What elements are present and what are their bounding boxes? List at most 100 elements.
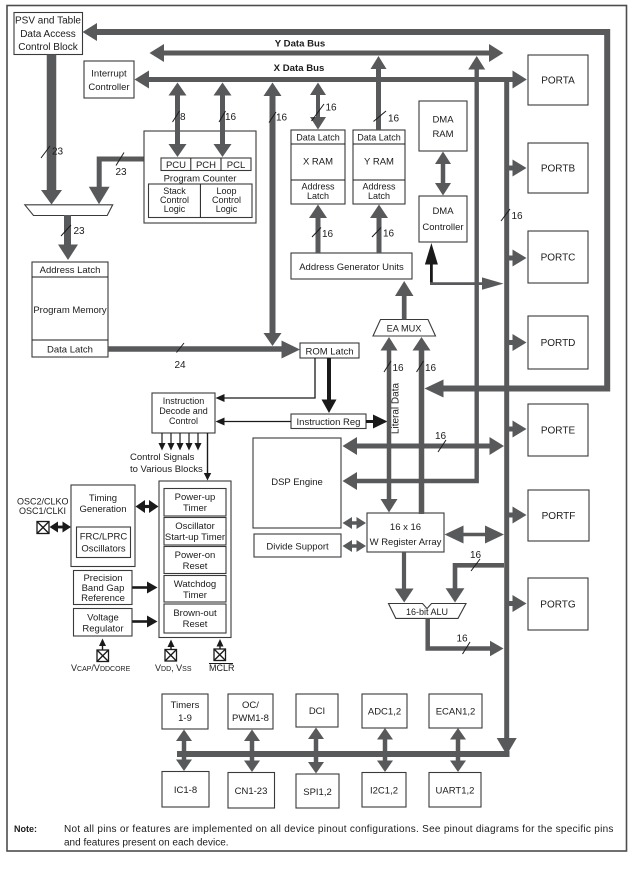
svg-text:Reset: Reset [183,619,208,630]
svg-text:Precision: Precision [83,573,122,584]
svg-text:Data Access: Data Access [20,29,76,40]
svg-text:VCAP/VDDCORE: VCAP/VDDCORE [71,663,131,673]
svg-text:ROM Latch: ROM Latch [305,347,353,358]
svg-text:EA MUX: EA MUX [387,324,422,334]
svg-text:Address Latch: Address Latch [40,265,101,276]
svg-text:Logic: Logic [216,204,238,214]
svg-text:Program Counter: Program Counter [164,174,237,185]
svg-text:I2C1,2: I2C1,2 [370,786,398,797]
svg-text:PSV and Table: PSV and Table [15,16,81,27]
svg-text:Oscillator: Oscillator [175,521,215,532]
svg-text:Address Generator Units: Address Generator Units [299,262,404,273]
svg-text:VDD, VSS: VDD, VSS [155,663,192,673]
svg-text:16: 16 [326,103,338,114]
svg-text:X RAM: X RAM [303,157,333,168]
svg-text:1-9: 1-9 [178,713,192,724]
svg-text:ECAN1,2: ECAN1,2 [436,707,476,718]
svg-text:Interrupt: Interrupt [91,69,127,80]
svg-text:UART1,2: UART1,2 [436,786,475,797]
svg-text:OSC2/CLKO: OSC2/CLKO [17,497,69,507]
svg-text:IC1-8: IC1-8 [174,785,197,796]
svg-text:16: 16 [322,229,334,240]
svg-text:16: 16 [393,363,405,374]
svg-text:Y RAM: Y RAM [364,157,394,168]
svg-text:16: 16 [225,112,237,123]
svg-text:DSP Engine: DSP Engine [271,477,323,488]
svg-text:16 x 16: 16 x 16 [390,522,421,533]
svg-text:8: 8 [180,112,186,123]
svg-text:X Data Bus: X Data Bus [274,63,325,74]
svg-text:PCH: PCH [196,160,216,171]
svg-text:PORTG: PORTG [540,600,576,611]
svg-text:PORTB: PORTB [541,164,576,175]
svg-text:Voltage: Voltage [87,613,119,624]
svg-text:Divide Support: Divide Support [266,542,329,553]
svg-text:CN1-23: CN1-23 [235,786,268,797]
svg-text:Regulator: Regulator [82,624,123,635]
svg-text:Loop: Loop [216,186,236,196]
svg-text:Reset: Reset [183,561,208,572]
svg-text:16: 16 [457,634,469,645]
svg-text:Latch: Latch [368,191,390,201]
svg-text:16: 16 [425,363,437,374]
svg-text:23: 23 [52,147,64,158]
svg-text:Control: Control [160,195,189,205]
svg-text:Control: Control [212,195,241,205]
svg-text:to Various Blocks: to Various Blocks [130,464,203,475]
svg-text:OC/: OC/ [242,700,259,711]
svg-text:16: 16 [383,229,395,240]
svg-text:Start-up Timer: Start-up Timer [165,532,225,543]
svg-text:Band Gap: Band Gap [82,583,125,594]
svg-text:Reference: Reference [81,593,125,604]
svg-text:SPI1,2: SPI1,2 [303,787,332,798]
svg-text:Generation: Generation [79,504,126,515]
svg-text:Control Block: Control Block [18,42,78,53]
svg-text:24: 24 [175,360,187,371]
svg-text:Timers: Timers [171,700,200,711]
svg-text:Note:: Note: [14,824,37,834]
svg-text:Controller: Controller [88,82,129,93]
svg-text:Controller: Controller [422,222,463,233]
svg-text:PCU: PCU [166,160,186,171]
svg-text:PORTE: PORTE [541,426,576,437]
svg-text:Control: Control [169,416,198,426]
svg-text:Timer: Timer [183,503,207,514]
svg-text:16: 16 [470,550,482,561]
svg-text:Data Latch: Data Latch [47,345,93,356]
svg-text:Timer: Timer [183,590,207,601]
svg-text:23: 23 [74,226,86,237]
svg-text:Instruction: Instruction [163,396,205,406]
svg-text:Decode and: Decode and [159,406,208,416]
svg-text:Instruction Reg: Instruction Reg [297,417,361,428]
svg-text:16: 16 [388,114,400,125]
svg-text:Power-on: Power-on [175,550,216,561]
svg-text:Watchdog: Watchdog [174,579,216,590]
svg-text:ADC1,2: ADC1,2 [368,707,401,718]
svg-text:W Register Array: W Register Array [370,537,442,548]
svg-text:PCL: PCL [227,160,245,171]
svg-text:Program Memory: Program Memory [33,305,107,316]
svg-text:Data Latch: Data Latch [357,133,401,143]
svg-text:Data Latch: Data Latch [296,133,340,143]
svg-text:PORTA: PORTA [541,76,575,87]
svg-text:DMA: DMA [432,115,454,126]
svg-text:PORTF: PORTF [542,511,576,522]
svg-text:23: 23 [116,167,128,178]
svg-text:Literal Data: Literal Data [391,382,402,434]
svg-text:Address: Address [362,182,396,192]
svg-text:OSC1/CLKI: OSC1/CLKI [19,506,66,516]
svg-text:FRC/LPRC: FRC/LPRC [80,532,128,543]
svg-text:Timing: Timing [89,493,117,504]
svg-text:Latch: Latch [307,191,329,201]
svg-text:16: 16 [512,211,524,222]
svg-text:Brown-out: Brown-out [173,608,217,619]
svg-text:Not all pins or features are i: Not all pins or features are implemented… [64,824,614,835]
svg-text:Address: Address [301,182,335,192]
svg-text:Logic: Logic [164,204,186,214]
svg-text:Power-up: Power-up [175,492,216,503]
svg-text:RAM: RAM [432,129,453,140]
svg-text:PORTD: PORTD [541,338,576,349]
svg-text:PWM1-8: PWM1-8 [232,713,269,724]
svg-text:DMA: DMA [432,206,454,217]
svg-text:and features present on each d: and features present on each device. [64,838,229,849]
